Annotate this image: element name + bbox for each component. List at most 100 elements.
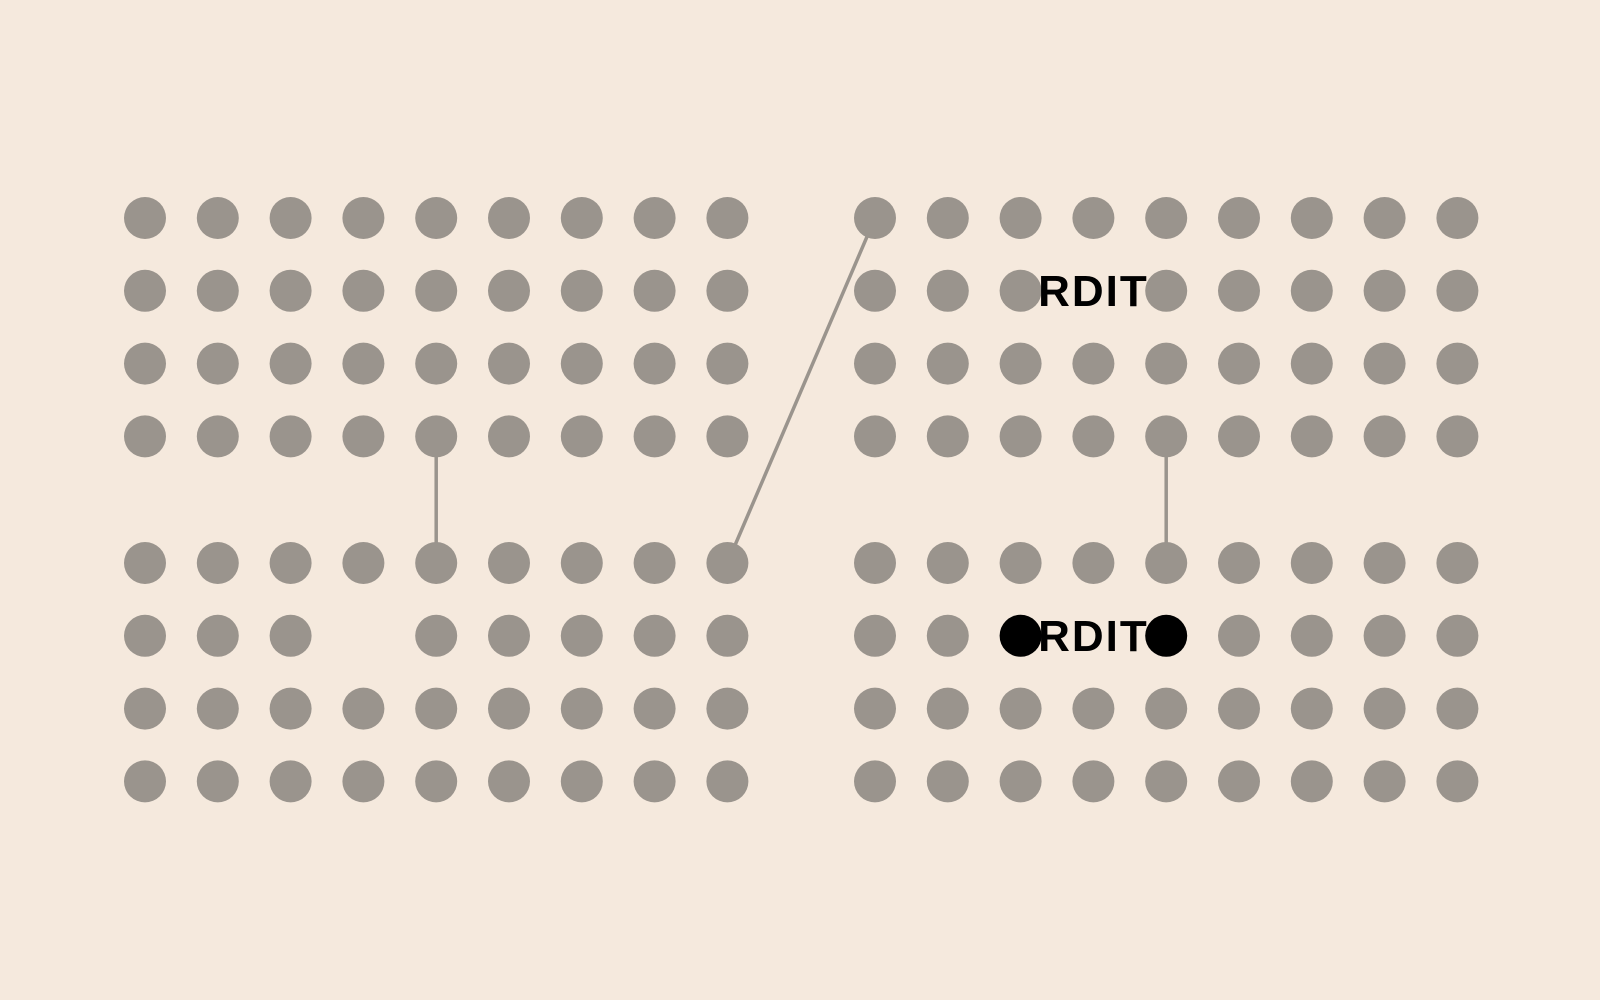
hole bbox=[1145, 760, 1188, 803]
hole bbox=[854, 269, 896, 312]
hole bbox=[1290, 760, 1333, 803]
hole bbox=[560, 542, 603, 584]
hole bbox=[488, 760, 530, 803]
hole bbox=[926, 760, 969, 803]
hole bbox=[1072, 342, 1115, 385]
hole bbox=[1363, 760, 1406, 803]
hole bbox=[488, 342, 530, 385]
hole bbox=[633, 614, 676, 657]
hole bbox=[854, 197, 896, 239]
hole bbox=[633, 760, 676, 803]
hole bbox=[854, 760, 896, 803]
hole bbox=[196, 415, 239, 458]
hole bbox=[633, 415, 676, 458]
hole bbox=[706, 687, 749, 730]
hole bbox=[342, 687, 385, 730]
hole bbox=[999, 269, 1042, 312]
hole bbox=[1290, 542, 1333, 584]
hole bbox=[342, 342, 385, 385]
hole bbox=[196, 687, 239, 730]
hole bbox=[1363, 342, 1406, 385]
hole bbox=[269, 542, 312, 584]
hole bbox=[706, 415, 749, 458]
hole bbox=[1363, 269, 1406, 312]
hole bbox=[926, 542, 969, 584]
hole bbox=[633, 687, 676, 730]
hole bbox=[854, 614, 896, 657]
hole bbox=[1218, 342, 1260, 385]
hole bbox=[196, 614, 239, 657]
hole bbox=[633, 542, 676, 584]
hole bbox=[488, 614, 530, 657]
hole bbox=[342, 542, 385, 584]
hole bbox=[1218, 614, 1260, 657]
hole bbox=[560, 614, 603, 657]
hole bbox=[560, 269, 603, 312]
hole bbox=[269, 415, 312, 458]
hole bbox=[1363, 687, 1406, 730]
hole bbox=[1145, 342, 1188, 385]
hole bbox=[633, 342, 676, 385]
hole bbox=[1436, 269, 1479, 312]
chip-label-bottom: RDIT bbox=[1038, 612, 1149, 661]
hole bbox=[269, 687, 312, 730]
hole bbox=[1363, 614, 1406, 657]
hole bbox=[1145, 269, 1188, 312]
hole bbox=[1290, 342, 1333, 385]
hole bbox=[124, 542, 166, 584]
hole bbox=[1436, 760, 1479, 803]
hole bbox=[926, 197, 969, 239]
hole bbox=[1290, 614, 1333, 657]
hole bbox=[854, 342, 896, 385]
hole bbox=[488, 542, 530, 584]
hole bbox=[1436, 614, 1479, 657]
hole bbox=[1363, 415, 1406, 458]
hole bbox=[415, 342, 458, 385]
hole bbox=[488, 687, 530, 730]
hole bbox=[342, 197, 385, 239]
hole bbox=[1363, 197, 1406, 239]
hole bbox=[415, 269, 458, 312]
hole bbox=[926, 342, 969, 385]
hole bbox=[1436, 542, 1479, 584]
hole bbox=[560, 197, 603, 239]
chip-label-top: RDIT bbox=[1038, 267, 1149, 316]
hole bbox=[488, 415, 530, 458]
label-layer: RDIT RDIT bbox=[1038, 267, 1149, 661]
hole bbox=[269, 197, 312, 239]
hole bbox=[196, 342, 239, 385]
hole bbox=[1363, 542, 1406, 584]
hole bbox=[706, 614, 749, 657]
hole bbox=[342, 415, 385, 458]
hole bbox=[415, 197, 458, 239]
hole bbox=[560, 342, 603, 385]
hole bbox=[854, 542, 896, 584]
hole bbox=[415, 760, 458, 803]
hole bbox=[342, 760, 385, 803]
hole bbox=[124, 342, 166, 385]
hole bbox=[124, 687, 166, 730]
hole bbox=[1436, 415, 1479, 458]
hole bbox=[1218, 760, 1260, 803]
hole bbox=[1072, 687, 1115, 730]
hole bbox=[999, 415, 1042, 458]
hole bbox=[196, 760, 239, 803]
hole bbox=[196, 197, 239, 239]
hole bbox=[124, 614, 166, 657]
hole bbox=[560, 687, 603, 730]
hole bbox=[1218, 687, 1260, 730]
hole bbox=[415, 687, 458, 730]
hole bbox=[124, 415, 166, 458]
hole bbox=[269, 760, 312, 803]
hole bbox=[1218, 197, 1260, 239]
hole bbox=[1218, 269, 1260, 312]
hole bbox=[1290, 269, 1333, 312]
hole bbox=[633, 197, 676, 239]
hole bbox=[1218, 415, 1260, 458]
hole bbox=[1072, 542, 1115, 584]
hole bbox=[1145, 197, 1188, 239]
hole bbox=[926, 415, 969, 458]
hole bbox=[1436, 197, 1479, 239]
hole bbox=[342, 269, 385, 312]
